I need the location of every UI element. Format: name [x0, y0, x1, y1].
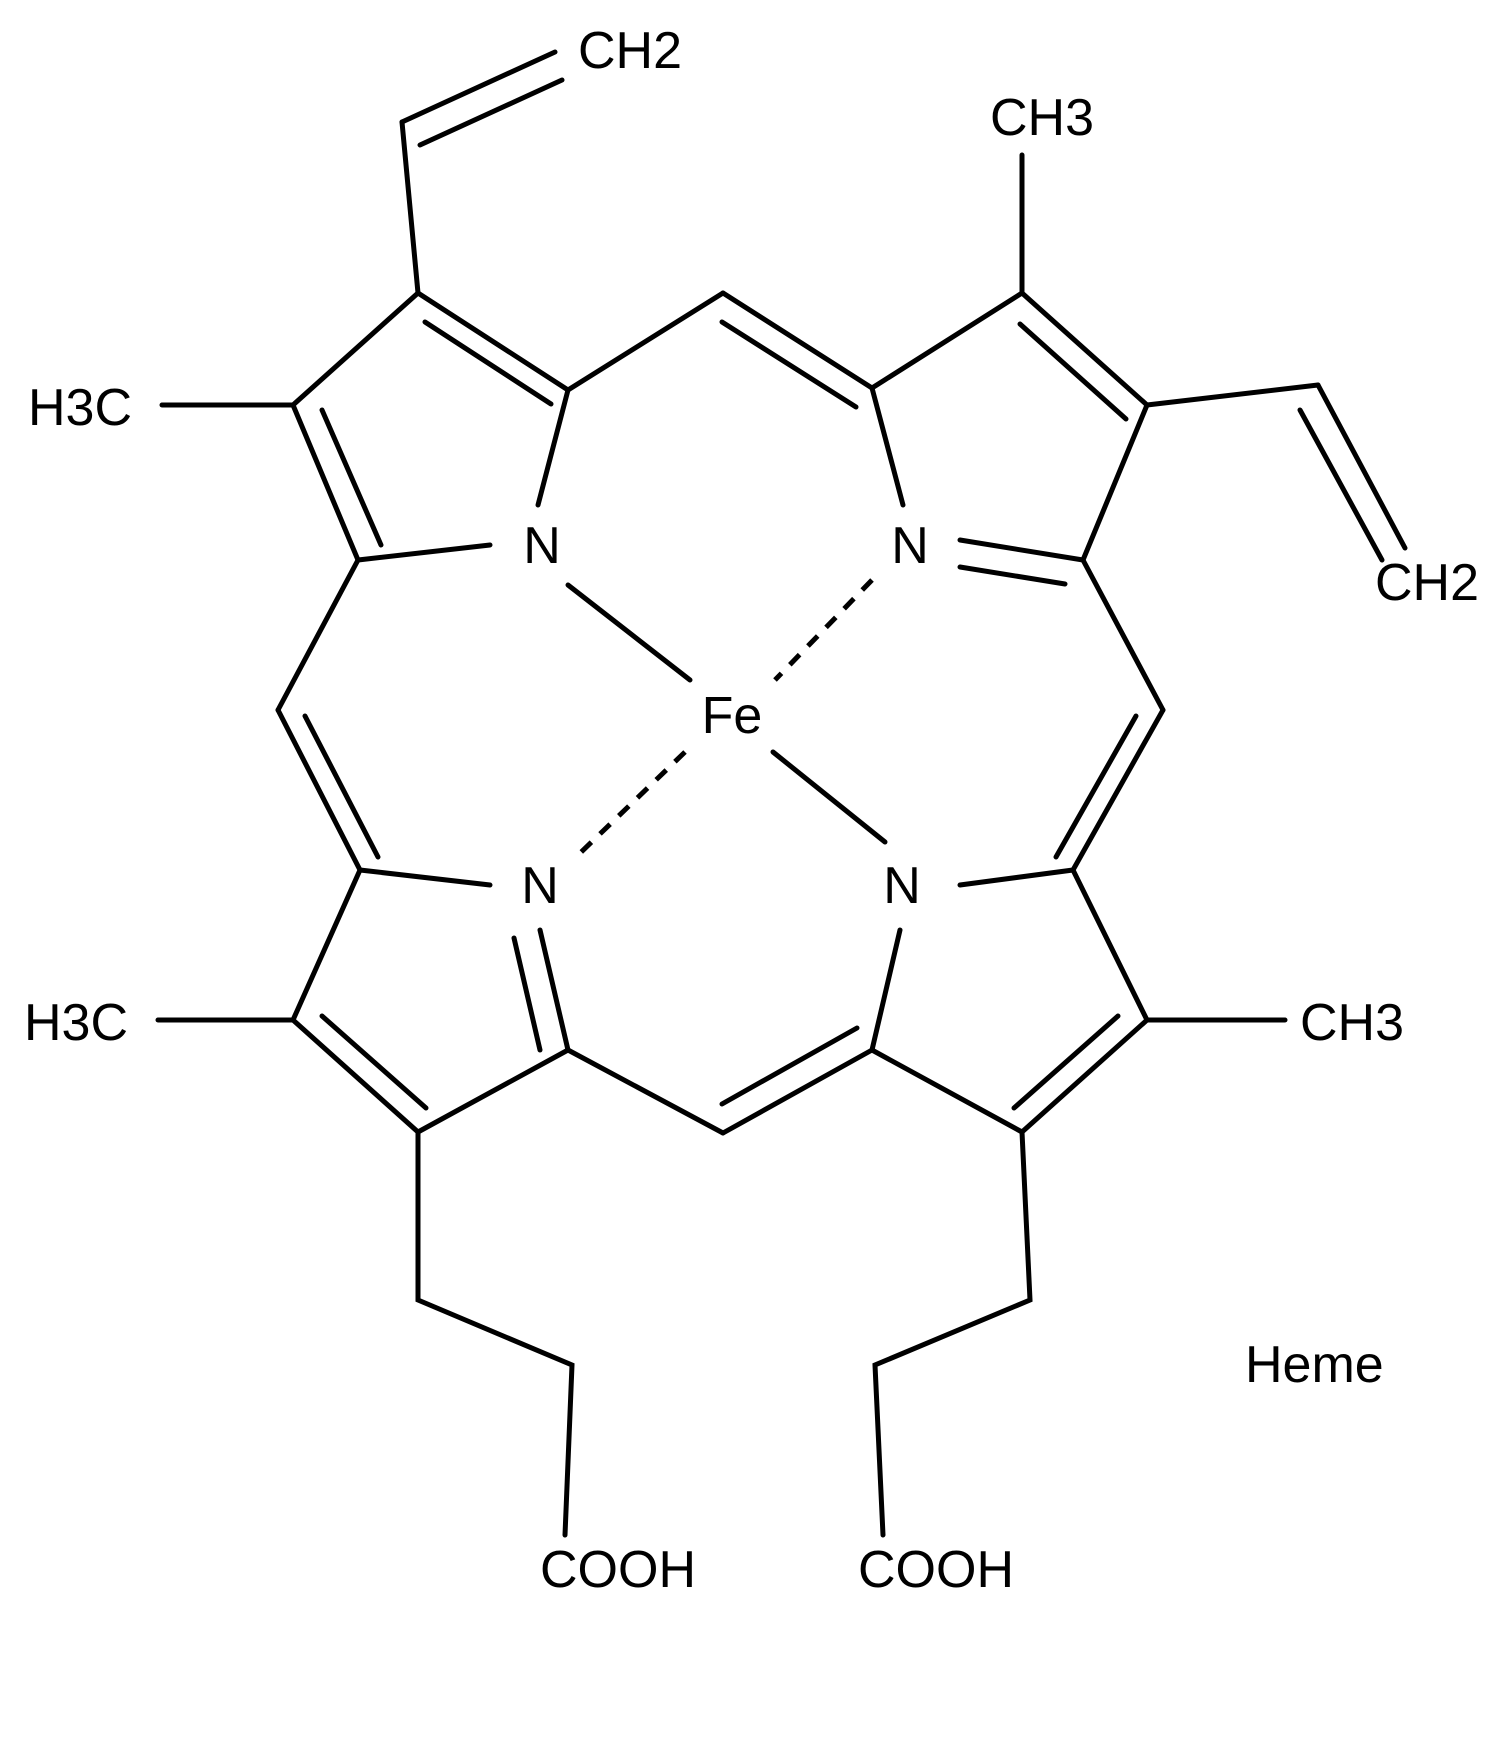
bond-ring3-c-inner — [319, 1013, 429, 1111]
bond-meso-left-b-inner — [302, 713, 381, 860]
ch2-top-label: CH2 — [578, 22, 682, 80]
bond-fe-n-bottom-right — [770, 749, 888, 845]
bond-fe-n-top-right-dashed — [773, 578, 874, 682]
bond-ring2-a — [869, 290, 1025, 391]
nitrogen-top-left: N — [523, 517, 561, 575]
bond-meso-top-b-inner — [719, 319, 859, 410]
bond-vinyl-top-double-a — [399, 49, 558, 125]
bond-ring2-b-inner — [1017, 321, 1129, 422]
bond-fe-n-top-left — [565, 582, 693, 683]
bond-meso-right-b-inner — [1053, 713, 1139, 860]
bond-vinyl-right-stem — [1144, 382, 1321, 408]
nitrogen-top-right: N — [891, 517, 929, 575]
bond-ring3-b — [290, 867, 363, 1023]
ch3-top-label: CH3 — [990, 89, 1094, 147]
bond-ring3-d — [415, 1047, 571, 1135]
bond-ring2-d — [869, 385, 906, 508]
bond-ring3-c — [290, 1017, 421, 1135]
bond-meso-top-b — [720, 290, 875, 391]
bond-ring1-b-inner — [422, 319, 554, 407]
bond-ring3-e — [537, 927, 571, 1053]
bond-ring1-d — [355, 542, 493, 563]
bond-propionate-right — [872, 1129, 1033, 1538]
bond-fe-n-bottom-left-dashed — [573, 750, 687, 860]
bond-meso-right-a — [1080, 557, 1166, 713]
bond-lines — [155, 49, 1408, 1538]
cooh-right-label: COOH — [858, 1541, 1014, 1599]
h3c-upper-left-label: H3C — [28, 379, 132, 437]
bond-ring4-e — [869, 927, 903, 1053]
bond-meso-right-b — [1070, 707, 1166, 873]
bond-ring4-a — [957, 867, 1076, 888]
bond-meso-left-a — [275, 557, 361, 713]
bond-vinyl-top-stem — [399, 119, 421, 296]
bond-ring2-b — [1019, 290, 1150, 408]
ch3-lower-right-label: CH3 — [1300, 994, 1404, 1052]
nitrogen-bottom-right: N — [883, 857, 921, 915]
bond-vinyl-right-double-a — [1315, 382, 1408, 551]
bond-ring3-e-inner — [511, 935, 543, 1053]
h3c-lower-left-label: H3C — [24, 994, 128, 1052]
bond-ring4-c-inner — [1011, 1013, 1121, 1111]
iron-atom: Fe — [702, 687, 763, 745]
bond-vinyl-right-double-b — [1297, 407, 1385, 563]
atom-labels: N N N N Fe CH2 CH3 H3C CH2 H3C CH3 COOH … — [24, 22, 1479, 1599]
diagram-caption: Heme — [1245, 1336, 1384, 1394]
bond-meso-bottom-a — [565, 1047, 726, 1136]
bond-ring1-a — [290, 290, 421, 408]
bond-meso-left-b — [275, 707, 363, 873]
bond-ring4-b — [1070, 867, 1150, 1023]
cooh-left-label: COOH — [540, 1541, 696, 1599]
bond-ring1-c-inner — [319, 407, 384, 548]
bond-vinyl-top-double-b — [417, 77, 565, 148]
bond-meso-bottom-b-inner — [719, 1025, 860, 1107]
bond-propionate-left — [415, 1129, 575, 1538]
bond-ring2-e — [957, 537, 1086, 563]
bond-ring1-e — [535, 387, 571, 508]
bond-ring1-c — [290, 402, 361, 563]
bond-ring2-c — [1080, 402, 1150, 563]
bond-ring2-e-inner — [957, 564, 1068, 587]
ch2-right-label: CH2 — [1375, 554, 1479, 612]
nitrogen-bottom-left: N — [521, 857, 559, 915]
bond-ring4-d — [869, 1047, 1025, 1135]
bond-meso-bottom-b — [720, 1047, 875, 1136]
bond-ring3-a — [357, 867, 493, 888]
bond-ring1-b — [415, 290, 571, 393]
bond-ring4-c — [1019, 1017, 1150, 1135]
bond-meso-top-a — [565, 290, 726, 393]
